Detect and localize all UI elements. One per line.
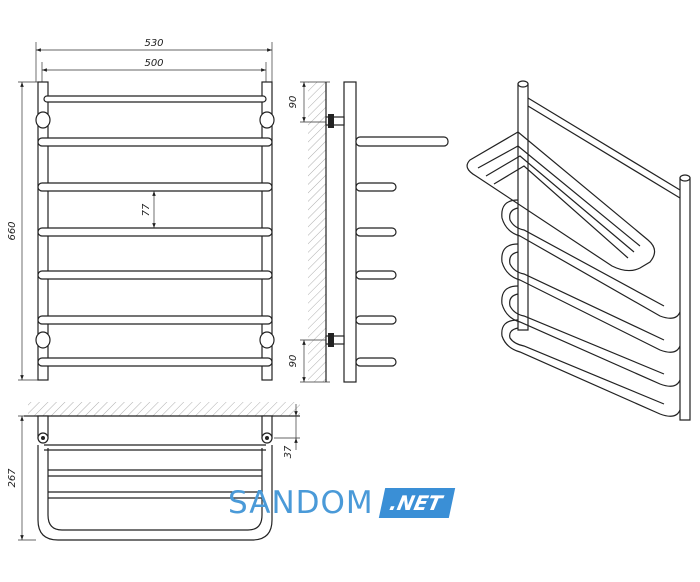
dim-label-90-bottom: 90 [288, 355, 299, 368]
mount-bottom-right [259, 331, 275, 349]
rung [37, 315, 273, 325]
side-rung [355, 270, 397, 280]
side-mount-top [325, 116, 345, 126]
rung [43, 95, 267, 103]
dim-label-37: 37 [283, 445, 294, 458]
dim-label-77: 77 [141, 203, 152, 216]
iso-rung [501, 243, 681, 353]
ceiling-wall-hatch [28, 402, 300, 416]
dimension-rung-spacing: 77 [141, 191, 156, 228]
dimension-bottom-offset: 90 [288, 339, 330, 383]
watermark-badge: .NET [378, 488, 455, 518]
iso-rung-edge [509, 293, 665, 375]
iso-top-rung-edge [527, 105, 681, 199]
dimension-height: 660 [7, 81, 40, 381]
dimension-top-offset: 90 [288, 81, 330, 123]
rung [37, 137, 273, 147]
shelf-inner-loop [47, 448, 263, 531]
wall-hatch [308, 82, 326, 382]
mount-clip [328, 114, 334, 128]
iso-rung [501, 199, 681, 319]
side-rung [355, 227, 397, 237]
front-rungs [37, 95, 273, 367]
dimension-overall-width: 530 [35, 38, 273, 82]
bolt-center [41, 436, 45, 440]
iso-rung-edge [509, 327, 665, 405]
side-post [343, 81, 357, 383]
top-view: 267 37 [7, 402, 300, 541]
iso-shelf-inner [485, 155, 635, 253]
watermark-brand: SANDOM [228, 485, 374, 521]
front-view: 530 500 660 [7, 38, 275, 381]
iso-rung [501, 319, 681, 417]
isometric-view [466, 80, 691, 421]
side-rung [355, 182, 397, 192]
rung [37, 182, 273, 192]
iso-shelf-inner [493, 165, 629, 259]
mount-top-left [35, 111, 51, 129]
bolt-center [265, 436, 269, 440]
dimension-depth: 267 [7, 415, 36, 541]
mount-clip [328, 333, 334, 347]
rung [37, 270, 273, 280]
iso-post-cap [517, 80, 529, 88]
dim-label-660: 660 [7, 221, 18, 240]
side-mount-bottom [325, 335, 345, 345]
side-rung [355, 357, 397, 367]
rung [37, 227, 273, 237]
iso-shelf-inner [477, 145, 641, 247]
rung [37, 357, 273, 367]
watermark-logo: SANDOM .NET [228, 485, 455, 521]
iso-rung [501, 285, 681, 387]
side-view: 90 90 [288, 81, 449, 383]
iso-right-post [679, 177, 691, 421]
shelf-outer-loop [37, 445, 273, 541]
dim-label-530: 530 [144, 38, 163, 49]
iso-rung-edge [509, 251, 665, 341]
iso-top-rung [527, 97, 681, 191]
iso-rung-edge [509, 207, 665, 307]
side-shelf-arm [355, 136, 449, 147]
iso-shelf [466, 131, 656, 272]
dim-label-90-top: 90 [288, 96, 299, 109]
dimension-inner-width: 500 [41, 58, 267, 82]
side-rung [355, 315, 397, 325]
iso-post-cap [679, 174, 691, 182]
dim-label-267: 267 [7, 468, 18, 488]
dim-label-500: 500 [144, 58, 163, 69]
mount-top-right [259, 111, 275, 129]
iso-rungs [501, 199, 681, 417]
mount-bottom-left [35, 331, 51, 349]
dimension-bracket-depth: 37 [274, 404, 300, 458]
